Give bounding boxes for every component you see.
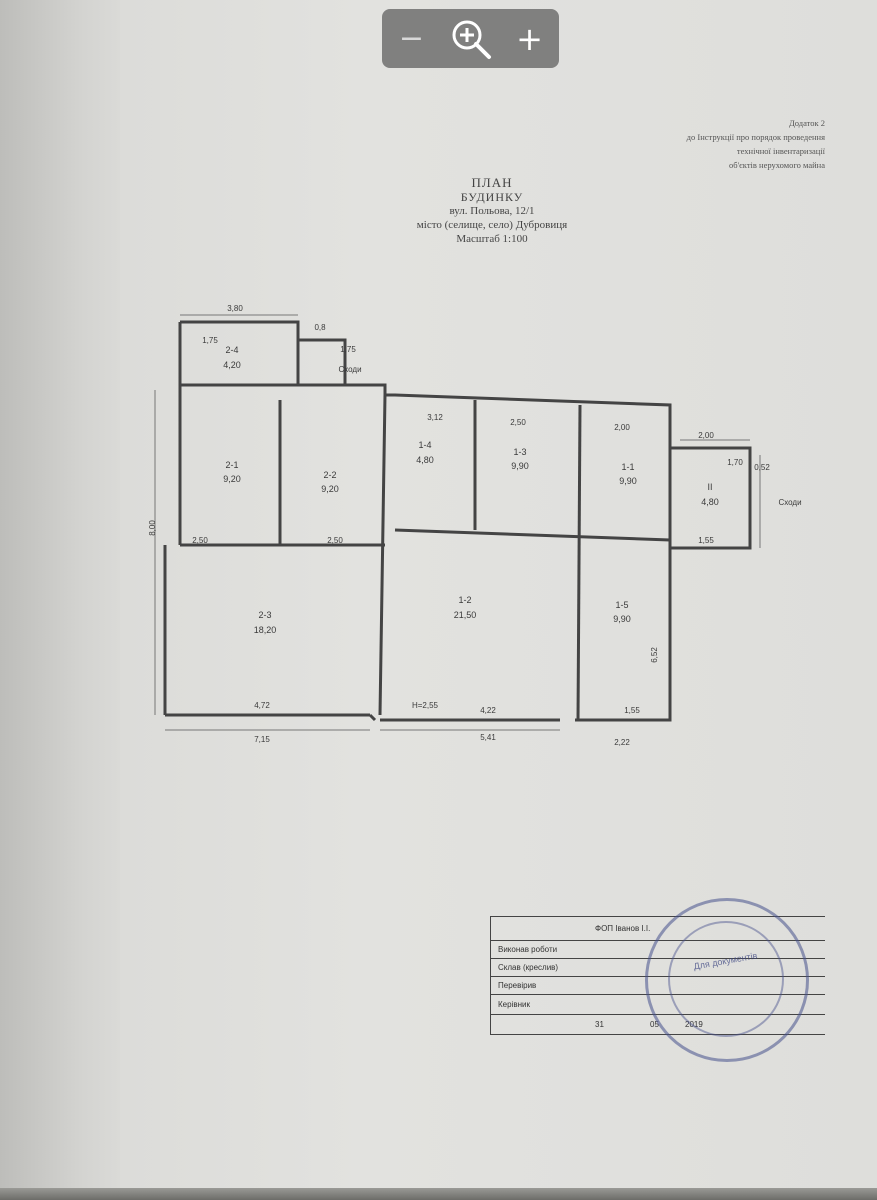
zoom-toolbar: − + xyxy=(382,9,559,68)
annex-line: об'єктів нерухомого майна xyxy=(729,160,825,170)
plan-title-block: ПЛАН БУДИНКУ вул. Польова, 12/1 місто (с… xyxy=(382,176,602,246)
annex-line: технічної інвентаризації xyxy=(736,146,825,156)
annex-line: Додаток 2 xyxy=(788,118,825,128)
stamp-row-label: Склав (креслив) xyxy=(498,963,559,972)
room-area: 4,20 xyxy=(223,360,241,370)
room-id: 1-5 xyxy=(615,600,628,610)
dimension-label: 0,52 xyxy=(754,463,770,472)
page-fold-shadow xyxy=(0,0,120,1200)
scale-line: Масштаб 1:100 xyxy=(456,233,528,245)
room-id: II xyxy=(707,482,712,492)
dimension-label: 1,55 xyxy=(624,706,640,715)
stamp-row-label: Перевірив xyxy=(498,981,537,990)
room-id: 1-1 xyxy=(621,462,634,472)
stairs-label: Сходи xyxy=(778,498,801,507)
room-area: 4,80 xyxy=(416,455,434,465)
dimension-label: 7,15 xyxy=(254,735,270,744)
dimension-label: 3,12 xyxy=(427,413,443,422)
ceiling-height-label: H=2,55 xyxy=(412,701,439,710)
dimension-label: 2,00 xyxy=(614,423,630,432)
room-id: 1-3 xyxy=(513,447,526,457)
room-area: 18,20 xyxy=(254,625,277,635)
room-id: 2-2 xyxy=(323,470,336,480)
room-id: 1-2 xyxy=(458,595,471,605)
dimension-label: 0,8 xyxy=(314,323,326,332)
address-line: вул. Польова, 12/1 xyxy=(449,205,535,217)
dimension-label: 2,50 xyxy=(192,536,208,545)
dimension-label: 1,70 xyxy=(727,458,743,467)
dimension-label: 3,80 xyxy=(227,304,243,313)
room-area: 21,50 xyxy=(454,610,477,620)
room-id: 1-4 xyxy=(418,440,431,450)
plan-title: ПЛАН xyxy=(471,175,513,190)
annex-line: до Інструкції про порядок проведення xyxy=(686,132,825,142)
plan-walls xyxy=(163,320,752,722)
dimension-label: 2,22 xyxy=(614,738,630,747)
dimension-label: 2,00 xyxy=(698,431,714,440)
stairs-label: Сходи xyxy=(338,365,361,374)
organization-name: ФОП Іванов І.І. xyxy=(595,924,651,933)
room-id: 2-1 xyxy=(225,460,238,470)
dimension-label: 8,00 xyxy=(148,520,157,536)
room-id: 2-3 xyxy=(258,610,271,620)
room-area: 9,90 xyxy=(511,461,529,471)
dimension-label: 1,75 xyxy=(340,345,356,354)
magnifier-plus-icon[interactable] xyxy=(446,14,496,64)
plan-subtitle: БУДИНКУ xyxy=(460,190,524,204)
dimension-label: 5,41 xyxy=(480,733,496,742)
dimension-label: 4,22 xyxy=(480,706,496,715)
room-area: 9,20 xyxy=(321,484,339,494)
dimension-label: 6,52 xyxy=(650,647,659,663)
room-area: 9,20 xyxy=(223,474,241,484)
date-day: 31 xyxy=(595,1020,604,1029)
room-id: 2-4 xyxy=(225,345,238,355)
dimension-label: 4,72 xyxy=(254,701,270,710)
dimension-label: 1,75 xyxy=(202,336,218,345)
room-area: 9,90 xyxy=(619,476,637,486)
dimension-lines xyxy=(154,314,761,731)
date-month: 05 xyxy=(650,1020,659,1029)
zoom-in-button[interactable]: + xyxy=(516,19,543,58)
dimension-label: 1,55 xyxy=(698,536,714,545)
locality-line: місто (селище, село) Дубровиця xyxy=(416,219,568,231)
dimension-label: 2,50 xyxy=(327,536,343,545)
room-area: 4,80 xyxy=(701,497,719,507)
zoom-out-button[interactable]: − xyxy=(398,21,425,56)
stamp-row-label: Виконав роботи xyxy=(498,945,558,954)
page-bottom-edge xyxy=(0,1188,877,1200)
annex-note: Додаток 2 до Інструкції про порядок пров… xyxy=(687,116,825,172)
official-seal: Для документів xyxy=(645,898,809,1062)
room-area: 9,90 xyxy=(613,614,631,624)
dimension-label: 2,50 xyxy=(510,418,526,427)
stamp-row-label: Керівник xyxy=(498,1000,530,1009)
